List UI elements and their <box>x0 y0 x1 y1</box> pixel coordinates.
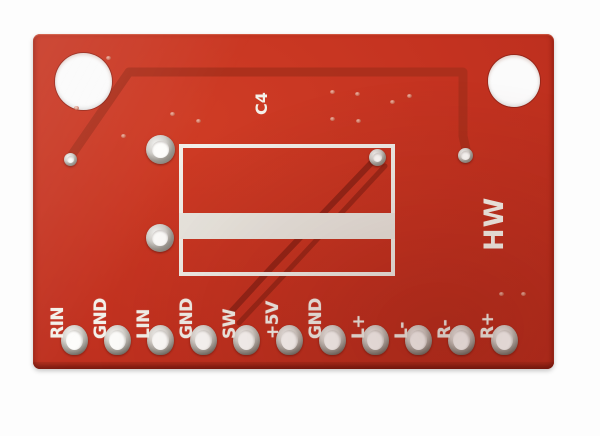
mini-dot <box>330 117 335 121</box>
mini-dot <box>355 92 360 96</box>
mini-dot <box>390 100 395 104</box>
header-pad-6[interactable] <box>276 325 303 355</box>
header-pad-4[interactable] <box>190 325 217 355</box>
pin-label-rin: RIN <box>48 306 68 339</box>
pin-label-5v: +5V <box>263 301 283 339</box>
mini-dot <box>330 90 335 94</box>
trace-top-rail <box>64 67 472 164</box>
mini-dot <box>106 56 111 60</box>
pin-label-lin: LIN <box>134 309 154 339</box>
pin-label-rminus: R- <box>435 319 455 339</box>
mini-dot <box>170 112 175 116</box>
mini-dot <box>196 119 201 123</box>
pin-label-lplus: L+ <box>349 314 369 339</box>
via-top-right <box>458 148 473 163</box>
pin-label-lminus: L- <box>392 322 412 339</box>
header-pad-3[interactable] <box>147 325 174 355</box>
header-pad-2[interactable] <box>104 325 131 355</box>
via-left <box>64 153 77 166</box>
pin-label-gnd-1: GND <box>91 298 111 339</box>
header-pad-1[interactable] <box>61 325 88 355</box>
pin-label-gnd-3: GND <box>306 298 326 339</box>
header-pad-8[interactable] <box>362 325 389 355</box>
capacitor-footprint-outline <box>179 144 395 276</box>
mini-dot <box>121 134 126 138</box>
pcb-bottom-edge <box>33 362 554 369</box>
capacitor-polarity-band <box>179 213 395 239</box>
header-pad-9[interactable] <box>405 325 432 355</box>
mounting-hole-right <box>488 55 540 107</box>
mini-dot <box>521 292 526 296</box>
through-hole-bottom <box>146 224 174 252</box>
board-side-marking: HW <box>479 196 510 251</box>
mini-dot <box>74 106 79 110</box>
through-hole-top <box>146 135 175 164</box>
mounting-hole-left <box>55 53 112 110</box>
header-pad-11[interactable] <box>491 325 518 355</box>
pin-label-rplus: R+ <box>478 312 498 339</box>
header-pad-10[interactable] <box>448 325 475 355</box>
trace-diagonal-a <box>226 155 379 317</box>
pcb-board: C4 HW RIN GND LIN GND SW +5V GND L+ L- R… <box>33 34 554 369</box>
header-pad-5[interactable] <box>233 325 260 355</box>
mini-dot <box>499 292 504 296</box>
pin-label-sw: SW <box>220 309 240 339</box>
mini-dot <box>407 94 412 98</box>
via-capacitor <box>369 149 386 166</box>
mini-dot <box>356 119 361 123</box>
capacitor-designator-label: C4 <box>252 92 271 115</box>
header-pad-7[interactable] <box>319 325 346 355</box>
pin-label-gnd-2: GND <box>177 298 197 339</box>
